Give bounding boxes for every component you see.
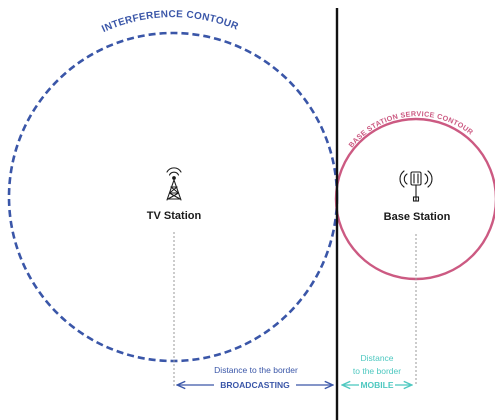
broadcasting-tag: BROADCASTING xyxy=(220,380,290,390)
tv-station-label: TV Station xyxy=(147,210,202,222)
mobile-distance-label-line1: Distance xyxy=(360,353,393,363)
mobile-tag: MOBILE xyxy=(360,380,393,390)
broadcasting-distance-label: Distance to the border xyxy=(214,365,298,375)
mobile-distance-label-line2: to the border xyxy=(353,366,401,376)
tower-icon xyxy=(166,167,182,201)
interference-contour xyxy=(7,31,339,363)
base-station-label: Base Station xyxy=(384,211,451,223)
antenna-icon xyxy=(399,170,433,202)
interference-contour-label: INTERFERENCE CONTOUR xyxy=(100,9,240,35)
